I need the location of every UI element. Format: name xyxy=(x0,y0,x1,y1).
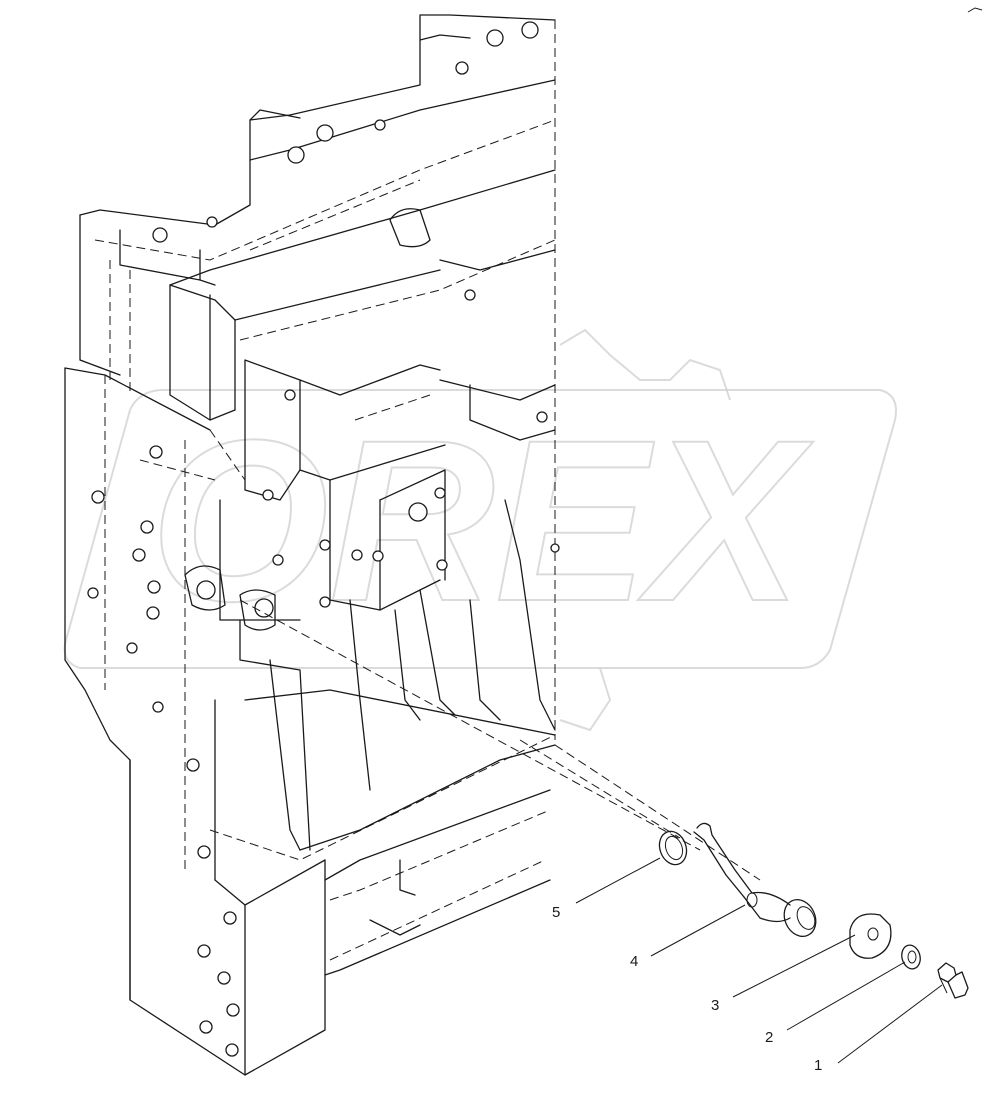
mount-hole xyxy=(206,216,218,228)
assembly-lines xyxy=(239,599,761,881)
mount-hole xyxy=(284,389,296,401)
face-hole xyxy=(223,911,237,925)
mount-hole xyxy=(254,598,274,618)
mount-hole xyxy=(408,502,428,522)
washer-plate xyxy=(849,913,892,959)
callout-labels: 1 2 3 4 5 xyxy=(552,904,822,1074)
face-hole xyxy=(152,701,164,713)
face-hole xyxy=(186,758,200,772)
corner-mark xyxy=(967,7,983,13)
mount-hole xyxy=(536,411,548,423)
mount-hole xyxy=(455,61,469,75)
face-hole xyxy=(226,1003,240,1017)
mount-hole xyxy=(196,580,216,600)
face-hole xyxy=(146,606,160,620)
small-washer xyxy=(901,944,921,970)
mount-hole xyxy=(319,596,331,608)
face-hole xyxy=(91,490,105,504)
mount-hole xyxy=(374,119,386,131)
face-hole xyxy=(225,1043,239,1057)
face-hole xyxy=(126,642,138,654)
sealing-ring xyxy=(658,830,688,866)
callout-label-5: 5 xyxy=(552,904,560,921)
mount-hole xyxy=(372,550,384,562)
mount-hole xyxy=(486,29,504,47)
callout-label-1: 1 xyxy=(814,1057,822,1074)
mount-hole xyxy=(434,487,446,499)
mount-hole xyxy=(272,554,284,566)
mount-hole xyxy=(436,559,448,571)
face-hole xyxy=(132,548,146,562)
mount-hole xyxy=(262,489,274,501)
engine-block xyxy=(64,14,560,1076)
mount-hole xyxy=(351,549,363,561)
callout-label-4: 4 xyxy=(630,953,638,970)
face-hole xyxy=(197,845,211,859)
breather-tube xyxy=(693,822,817,937)
mount-hole xyxy=(521,21,539,39)
callout-label-3: 3 xyxy=(711,997,719,1014)
mount-hole xyxy=(319,539,331,551)
leader-lines xyxy=(575,857,943,1064)
mount-hole xyxy=(464,289,476,301)
face-hole xyxy=(199,1020,213,1034)
bolt xyxy=(937,962,969,999)
face-hole xyxy=(149,445,163,459)
callout-label-2: 2 xyxy=(765,1029,773,1046)
mount-hole xyxy=(316,124,334,142)
mount-hole xyxy=(152,227,168,243)
face-hole xyxy=(217,971,231,985)
watermark-text: OREX xyxy=(150,392,813,649)
face-hole xyxy=(147,580,161,594)
face-hole xyxy=(197,944,211,958)
face-hole xyxy=(87,587,99,599)
mount-hole xyxy=(287,146,305,164)
face-hole xyxy=(140,520,154,534)
mount-hole xyxy=(550,543,560,553)
